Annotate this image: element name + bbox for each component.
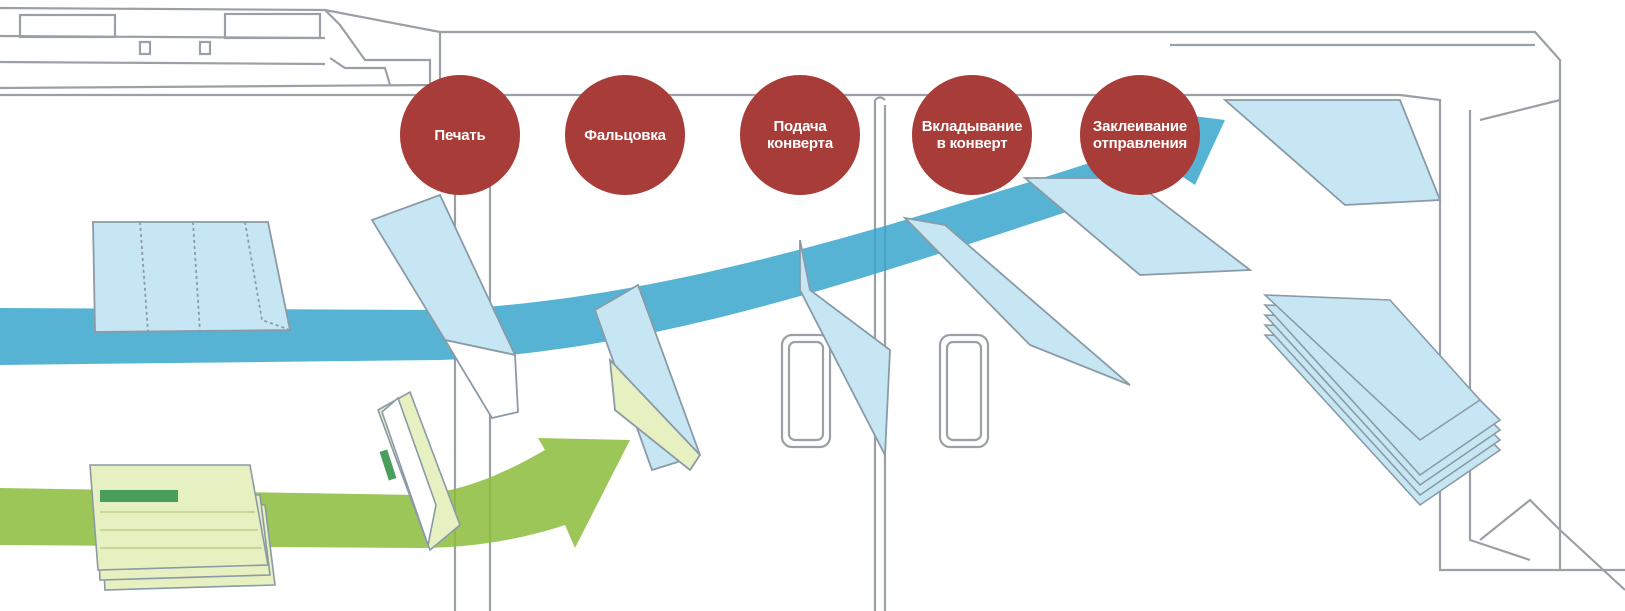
step-print-label: Печать <box>434 127 485 144</box>
step-envelope-feed-label: Подача конверта <box>767 118 833 152</box>
step-insert: Вкладывание в конверт <box>912 75 1032 195</box>
step-insert-label: Вкладывание в конверт <box>922 118 1023 152</box>
output-envelope-stack <box>1265 295 1500 505</box>
step-fold: Фальцовка <box>565 75 685 195</box>
step-fold-label: Фальцовка <box>584 127 666 144</box>
step-print: Печать <box>400 75 520 195</box>
envelope-sheets-in-process <box>372 100 1440 470</box>
step-seal: Заклеивание отправления <box>1080 75 1200 195</box>
step-seal-label: Заклеивание отправления <box>1093 118 1187 152</box>
envelope-sheet-flat <box>93 222 290 332</box>
printed-paper-stack <box>90 465 275 590</box>
step-envelope-feed: Подача конверта <box>740 75 860 195</box>
